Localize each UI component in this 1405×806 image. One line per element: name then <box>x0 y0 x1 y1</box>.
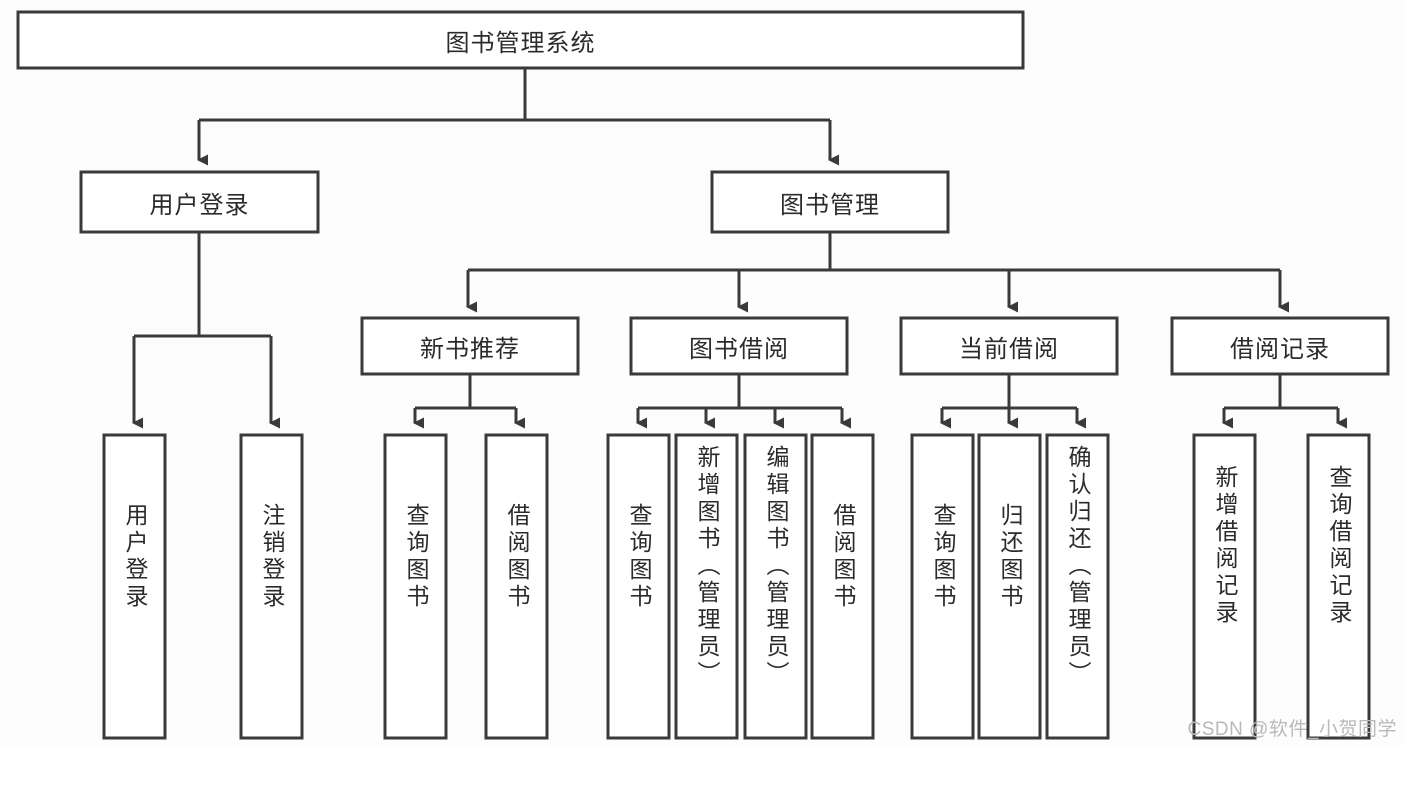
node-user-login-box[interactable] <box>79 170 320 234</box>
node-book-borrow-box[interactable] <box>629 316 849 376</box>
node-book-manage-box[interactable] <box>710 170 950 234</box>
node-leaf-box-borrow-record-0[interactable] <box>1192 433 1257 740</box>
node-leaf-box-book-borrow-2[interactable] <box>743 433 808 740</box>
node-leaf-box-book-borrow-0[interactable] <box>606 433 671 740</box>
function-structure-diagram: 图书管理系统 用户登录 图书管理 新书推荐 图书借阅 当前借阅 借阅记录 用户登… <box>16 10 1397 740</box>
node-leaf-box-book-borrow-1[interactable] <box>674 433 739 740</box>
node-leaf-box-new-book-0[interactable] <box>383 433 448 740</box>
node-leaf-box-user-login-1[interactable] <box>239 433 304 740</box>
node-leaf-box-current-borrow-2[interactable] <box>1045 433 1110 740</box>
node-borrow-record-box[interactable] <box>1170 316 1390 376</box>
csdn-watermark: CSDN @软件_小贺同学 <box>1187 719 1397 740</box>
node-leaf-box-borrow-record-1[interactable] <box>1306 433 1371 740</box>
node-current-borrow-box[interactable] <box>899 316 1119 376</box>
node-leaf-box-new-book-1[interactable] <box>484 433 549 740</box>
node-leaf-box-current-borrow-0[interactable] <box>910 433 975 740</box>
node-leaf-box-book-borrow-3[interactable] <box>810 433 875 740</box>
node-new-book-box[interactable] <box>360 316 580 376</box>
node-leaf-box-current-borrow-1[interactable] <box>977 433 1042 740</box>
tree-graphics <box>16 10 1390 740</box>
node-root-box[interactable] <box>16 10 1025 70</box>
node-leaf-box-user-login-0[interactable] <box>102 433 167 740</box>
